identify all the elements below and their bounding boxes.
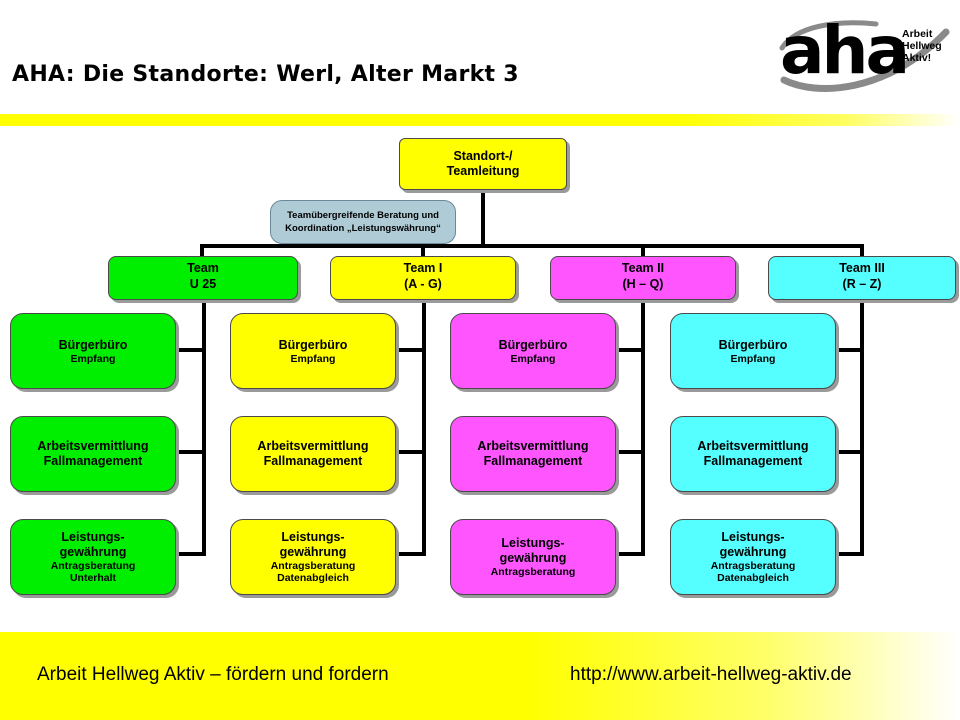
unit-buergerbuero: Bürgerbüro Empfang <box>670 313 836 389</box>
unit-arbeitsvermittlung: Arbeitsvermittlung Fallmanagement <box>230 416 396 492</box>
unit-leistungsgewaehrung: Leistungs- gewährung Antragsberatung Dat… <box>670 519 836 595</box>
footer-slogan: Arbeit Hellweg Aktiv – fördern und forde… <box>37 664 389 685</box>
root-node: Standort-/ Teamleitung <box>399 138 567 190</box>
footer-band <box>0 632 960 720</box>
unit-buergerbuero: Bürgerbüro Empfang <box>450 313 616 389</box>
unit-buergerbuero: Bürgerbüro Empfang <box>10 313 176 389</box>
logo: aha Arbeit Hellweg Aktiv! <box>776 12 956 96</box>
footer-url: http://www.arbeit-hellweg-aktiv.de <box>570 664 852 685</box>
logo-word: aha <box>780 12 910 89</box>
unit-leistungsgewaehrung: Leistungs- gewährung Antragsberatung <box>450 519 616 595</box>
page-title: AHA: Die Standorte: Werl, Alter Markt 3 <box>12 62 519 87</box>
connector-lines <box>176 188 864 556</box>
top-accent-band <box>0 114 960 126</box>
logo-tagline: Arbeit Hellweg Aktiv! <box>902 28 942 64</box>
unit-arbeitsvermittlung: Arbeitsvermittlung Fallmanagement <box>670 416 836 492</box>
root-node-label: Standort-/ Teamleitung <box>446 149 520 178</box>
unit-buergerbuero: Bürgerbüro Empfang <box>230 313 396 389</box>
team-u25: Team U 25 <box>108 256 298 300</box>
unit-arbeitsvermittlung: Arbeitsvermittlung Fallmanagement <box>450 416 616 492</box>
unit-arbeitsvermittlung: Arbeitsvermittlung Fallmanagement <box>10 416 176 492</box>
team-3: Team III (R – Z) <box>768 256 956 300</box>
team-2: Team II (H – Q) <box>550 256 736 300</box>
unit-leistungsgewaehrung: Leistungs- gewährung Antragsberatung Unt… <box>10 519 176 595</box>
coordination-note: Teamübergreifende Beratung und Koordinat… <box>270 200 456 244</box>
unit-leistungsgewaehrung: Leistungs- gewährung Antragsberatung Dat… <box>230 519 396 595</box>
logo-swoosh <box>779 20 950 92</box>
team-1: Team I (A - G) <box>330 256 516 300</box>
